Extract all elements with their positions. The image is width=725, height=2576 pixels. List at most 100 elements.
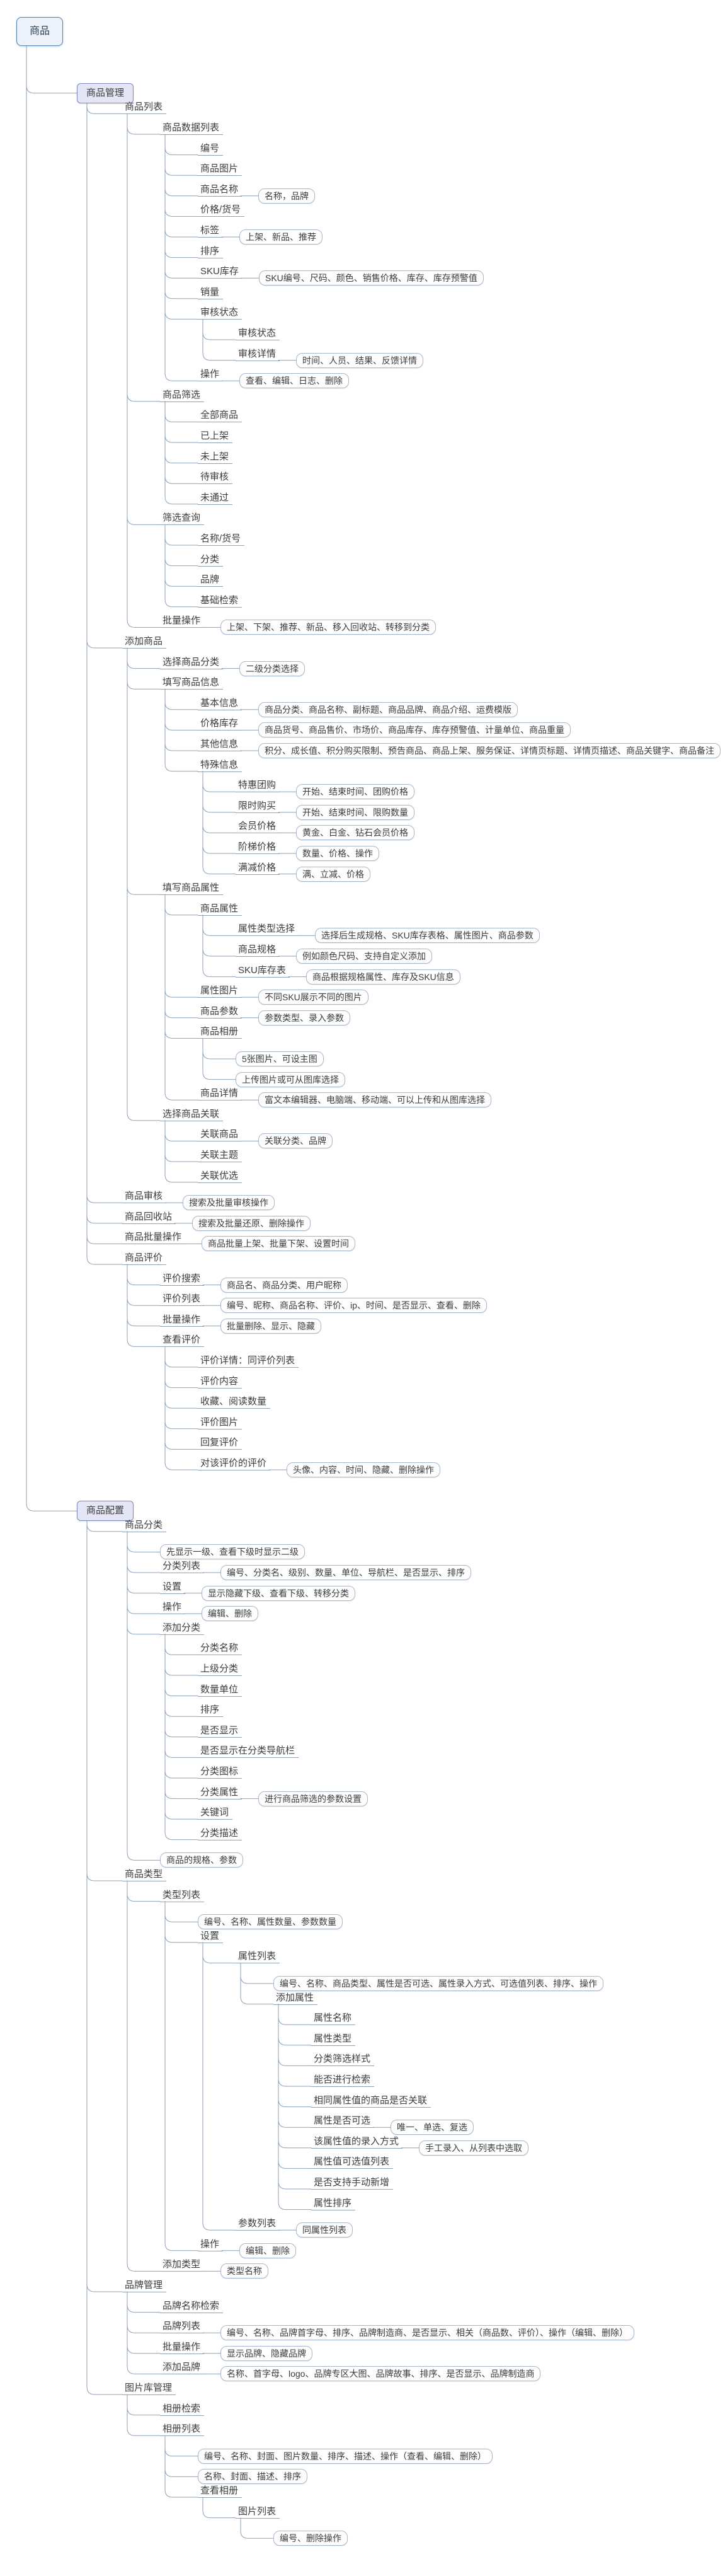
- topic[interactable]: 批量操作: [160, 2341, 205, 2354]
- detail-topic[interactable]: 开始、结束时间、团购价格: [296, 784, 414, 800]
- topic[interactable]: 分类: [198, 553, 224, 567]
- topic[interactable]: 满减价格: [236, 862, 280, 875]
- topic[interactable]: 筛选查询: [160, 512, 205, 526]
- topic[interactable]: 商品评价: [122, 1252, 167, 1265]
- topic[interactable]: 基础检索: [198, 594, 243, 608]
- topic[interactable]: 商品数据列表: [160, 122, 224, 135]
- topic[interactable]: 上级分类: [198, 1663, 243, 1676]
- detail-topic[interactable]: 手工录入、从列表中选取: [419, 2140, 528, 2156]
- topic[interactable]: 添加类型: [160, 2258, 205, 2272]
- topic[interactable]: 限时购买: [236, 800, 280, 813]
- topic[interactable]: 批量操作: [160, 1314, 205, 1327]
- topic[interactable]: 查看评价: [160, 1334, 205, 1348]
- topic[interactable]: 其他信息: [198, 738, 243, 751]
- topic[interactable]: 关键词: [198, 1806, 233, 1820]
- branch-topic[interactable]: 商品管理: [77, 83, 134, 103]
- detail-topic[interactable]: 编号、名称、属性数量、参数数量: [198, 1914, 343, 1930]
- topic[interactable]: 销量: [198, 286, 224, 299]
- detail-topic[interactable]: 编号、分类名、级别、数量、单位、导航栏、是否显示、排序: [220, 1565, 471, 1580]
- detail-topic[interactable]: 编辑、删除: [239, 2243, 296, 2258]
- topic[interactable]: 商品列表: [122, 101, 167, 115]
- topic[interactable]: 操作: [198, 368, 224, 382]
- topic[interactable]: 待审核: [198, 471, 233, 485]
- topic[interactable]: 商品属性: [198, 903, 243, 916]
- topic[interactable]: 关联商品: [198, 1128, 243, 1142]
- detail-topic[interactable]: 例如颜色尺码、支持自定义添加: [296, 949, 432, 964]
- topic[interactable]: 批量操作: [160, 615, 205, 628]
- detail-topic[interactable]: 显示品牌、隐藏品牌: [220, 2345, 312, 2361]
- topic[interactable]: 图片库管理: [122, 2382, 176, 2395]
- topic[interactable]: 未上架: [198, 451, 233, 464]
- detail-topic[interactable]: 编号、删除操作: [273, 2531, 348, 2546]
- detail-topic[interactable]: 开始、结束时间、限购数量: [296, 804, 414, 820]
- topic[interactable]: 是否支持手动新增: [311, 2176, 394, 2190]
- topic[interactable]: 属性列表: [236, 1950, 280, 1964]
- detail-topic[interactable]: 数量、价格、操作: [296, 846, 379, 861]
- topic[interactable]: 标签: [198, 224, 224, 238]
- topic[interactable]: 特殊信息: [198, 759, 243, 772]
- topic[interactable]: 商品规格: [236, 944, 280, 957]
- detail-topic[interactable]: 查看、编辑、日志、删除: [239, 373, 349, 389]
- topic[interactable]: 已上架: [198, 430, 233, 443]
- topic[interactable]: 添加属性: [273, 1992, 318, 2005]
- detail-topic[interactable]: 上架、新品、推荐: [239, 229, 323, 245]
- topic[interactable]: 属性类型: [311, 2033, 356, 2046]
- topic[interactable]: 商品详情: [198, 1087, 243, 1101]
- detail-topic[interactable]: 上传图片或可从图库选择: [236, 1071, 345, 1087]
- detail-topic[interactable]: 批量删除、显示、隐藏: [220, 1318, 321, 1334]
- detail-topic[interactable]: 编辑、删除: [202, 1606, 258, 1622]
- topic[interactable]: 评价搜索: [160, 1273, 205, 1286]
- topic[interactable]: 商品类型: [122, 1868, 167, 1881]
- topic[interactable]: 图片列表: [236, 2505, 280, 2519]
- topic[interactable]: 选择商品分类: [160, 656, 224, 669]
- detail-topic[interactable]: 编号、昵称、商品名称、评价、ip、时间、是否显示、查看、删除: [220, 1298, 487, 1314]
- detail-topic[interactable]: SKU编号、尺码、颜色、销售价格、库存、库存预警值: [259, 270, 484, 286]
- detail-topic[interactable]: 唯一、单选、复选: [391, 2120, 474, 2135]
- topic[interactable]: 分类筛选样式: [311, 2053, 375, 2067]
- topic[interactable]: 商品图片: [198, 163, 243, 176]
- topic[interactable]: 名称/货号: [198, 533, 245, 546]
- topic[interactable]: 商品名称: [198, 183, 243, 197]
- detail-topic[interactable]: 上架、下架、推荐、新品、移入回收站、转移到分类: [220, 620, 436, 635]
- topic[interactable]: 品牌列表: [160, 2320, 205, 2334]
- topic[interactable]: SKU库存表: [236, 964, 290, 978]
- topic[interactable]: 添加商品: [122, 635, 167, 649]
- root-topic[interactable]: 商品: [16, 17, 64, 46]
- detail-topic[interactable]: 编号、名称、商品类型、属性是否可选、属性录入方式、可选值列表、排序、操作: [273, 1976, 603, 1991]
- topic[interactable]: 添加品牌: [160, 2361, 205, 2375]
- topic[interactable]: 审核详情: [236, 348, 280, 361]
- detail-topic[interactable]: 黄金、白金、钻石会员价格: [296, 825, 414, 841]
- topic[interactable]: 评价详情：同评价列表: [198, 1354, 299, 1368]
- detail-topic[interactable]: 名称，品牌: [258, 188, 315, 204]
- detail-topic[interactable]: 5张图片、可设主图: [236, 1051, 324, 1066]
- topic[interactable]: 分类名称: [198, 1642, 243, 1656]
- topic[interactable]: 排序: [198, 1704, 224, 1718]
- detail-topic[interactable]: 商品批量上架、批量下架、设置时间: [202, 1236, 355, 1252]
- detail-topic[interactable]: 积分、成长值、积分购买限制、预告商品、商品上架、服务保证、详情页标题、详情页描述…: [258, 743, 721, 758]
- topic[interactable]: 关联主题: [198, 1149, 243, 1162]
- topic[interactable]: 对该评价的评价: [198, 1457, 271, 1470]
- topic[interactable]: 该属性值的录入方式: [311, 2135, 403, 2149]
- detail-topic[interactable]: 同属性列表: [296, 2222, 353, 2238]
- detail-topic[interactable]: 编号、名称、封面、图片数量、排序、描述、操作（查看、编辑、删除）: [198, 2448, 493, 2464]
- topic[interactable]: 特惠团购: [236, 779, 280, 793]
- topic[interactable]: 基本信息: [198, 697, 243, 710]
- topic[interactable]: 价格库存: [198, 717, 243, 731]
- topic[interactable]: 评价列表: [160, 1293, 205, 1307]
- topic[interactable]: 填写商品信息: [160, 676, 224, 690]
- topic[interactable]: 操作: [160, 1601, 186, 1615]
- topic[interactable]: 商品分类: [122, 1519, 167, 1532]
- detail-topic[interactable]: 显示隐藏下级、查看下级、转移分类: [202, 1585, 355, 1601]
- detail-topic[interactable]: 类型名称: [220, 2263, 268, 2279]
- branch-topic[interactable]: 商品配置: [77, 1501, 134, 1522]
- detail-topic[interactable]: 名称、封面、描述、排序: [198, 2469, 307, 2485]
- detail-topic[interactable]: 进行商品筛选的参数设置: [258, 1791, 368, 1806]
- topic[interactable]: 审核状态: [236, 327, 280, 340]
- topic[interactable]: 操作: [198, 2238, 224, 2251]
- topic[interactable]: 商品回收站: [122, 1211, 176, 1224]
- topic[interactable]: 设置: [198, 1930, 224, 1943]
- detail-topic[interactable]: 商品名、商品分类、用户昵称: [220, 1277, 348, 1293]
- topic[interactable]: 类型列表: [160, 1889, 205, 1902]
- topic[interactable]: 能否进行检索: [311, 2074, 375, 2087]
- topic[interactable]: 全部商品: [198, 409, 243, 423]
